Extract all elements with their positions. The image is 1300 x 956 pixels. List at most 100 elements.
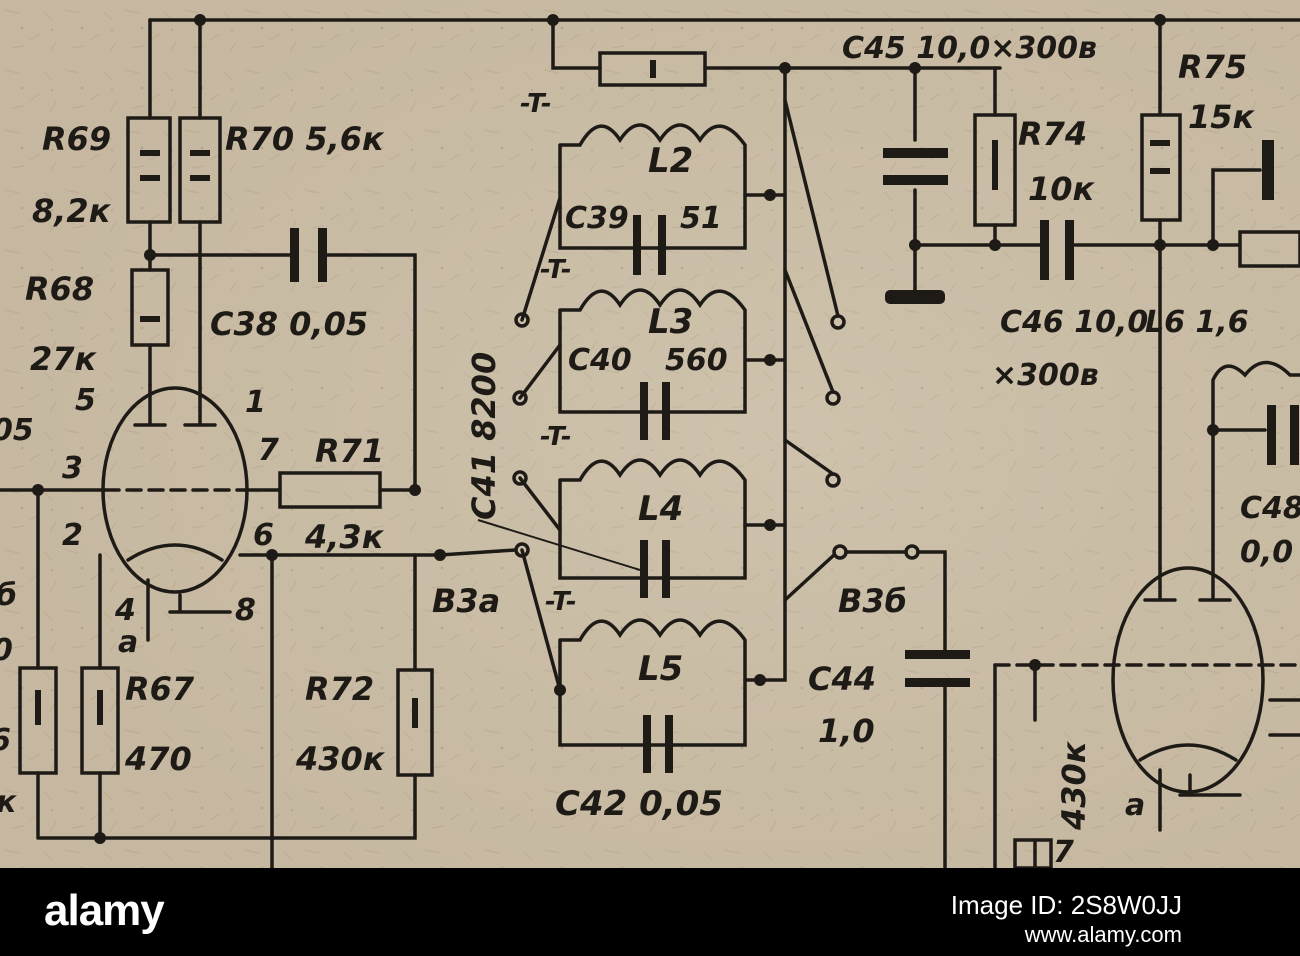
label-c41: C41 8200 bbox=[465, 352, 503, 520]
label-c44-value: 1,0 bbox=[818, 712, 875, 750]
label-c48-value: 0,0 bbox=[1240, 535, 1293, 570]
label-pin5: 5 bbox=[75, 383, 96, 418]
tube-cathode-leg bbox=[146, 578, 232, 642]
label-r68: R68 bbox=[25, 270, 94, 308]
r75-resistor bbox=[1140, 113, 1182, 222]
label-left-b: б bbox=[0, 578, 17, 613]
label-r67-value: 470 bbox=[124, 740, 192, 778]
r67-resistor bbox=[80, 666, 120, 775]
label-r69-value: 8,2к bbox=[32, 192, 112, 230]
label-c46: C46 10,0 bbox=[1000, 305, 1148, 340]
ground-symbol bbox=[885, 290, 945, 304]
label-pin6: 6 bbox=[253, 518, 274, 553]
label-left-6: 6 bbox=[0, 723, 11, 758]
label-c48: C48 bbox=[1240, 491, 1300, 526]
switch-b3a bbox=[438, 196, 562, 692]
label-trim-3: -T- bbox=[540, 422, 572, 452]
label-r68-value: 27к bbox=[30, 340, 98, 378]
l3-coil bbox=[558, 288, 747, 414]
c45-capacitor bbox=[883, 148, 948, 158]
label-left-05: 05 bbox=[0, 413, 34, 448]
right-tube-envelope bbox=[1111, 566, 1265, 794]
left-tube-section bbox=[0, 14, 1300, 868]
c38-wire bbox=[148, 253, 417, 492]
left-bottom-wires bbox=[36, 488, 274, 868]
label-pin8: 8 bbox=[235, 593, 256, 628]
r72-wire bbox=[38, 553, 417, 840]
schematic-diagram: R69 8,2к R70 5,6к R68 27к C38 0,05 5 1 3… bbox=[0, 0, 1300, 868]
c41-capacitor bbox=[640, 540, 648, 598]
r68-resistor bbox=[130, 268, 170, 347]
tube-anodes bbox=[133, 383, 217, 427]
label-left-0: 0 bbox=[0, 633, 13, 668]
label-c44: C44 bbox=[808, 660, 876, 698]
right-bottom-resistor bbox=[1013, 838, 1053, 868]
c44-capacitor bbox=[905, 650, 970, 659]
label-pin7: 7 bbox=[258, 433, 279, 468]
site-url[interactable]: www.alamy.com bbox=[1024, 922, 1182, 947]
label-r67: R67 bbox=[125, 670, 195, 708]
label-c40: C40 bbox=[568, 343, 632, 378]
label-trim-4: -T- bbox=[545, 587, 577, 617]
label-v3a: В3а bbox=[432, 582, 500, 620]
left-resistor bbox=[18, 666, 58, 775]
c46-capacitor bbox=[1040, 220, 1049, 280]
label-pin2: 2 bbox=[62, 518, 83, 553]
c42-capacitor bbox=[643, 715, 651, 773]
label-r74: R74 bbox=[1018, 115, 1087, 153]
label-c39-value: 51 bbox=[680, 201, 722, 236]
label-r75-value: 15к bbox=[1188, 98, 1256, 136]
r69-resistor bbox=[126, 116, 172, 224]
label-r75: R75 bbox=[1178, 48, 1247, 86]
label-c40-value: 560 bbox=[665, 343, 728, 378]
tube-cathode bbox=[126, 543, 224, 562]
label-r71: R71 bbox=[315, 432, 384, 470]
c39-capacitor bbox=[633, 215, 641, 275]
label-r74-value: 10к bbox=[1028, 170, 1096, 208]
r72-resistor bbox=[396, 668, 434, 777]
r70-resistor bbox=[178, 116, 222, 224]
coil-bank-section bbox=[438, 14, 1002, 868]
switch-b3b bbox=[783, 98, 947, 652]
label-pin1: 1 bbox=[245, 385, 266, 420]
label-trim-2: -T- bbox=[540, 255, 572, 285]
label-digit-7: 7 bbox=[1053, 835, 1074, 868]
label-r70: R70 5,6к bbox=[225, 120, 385, 158]
label-v3b: В3б bbox=[838, 582, 907, 620]
l2-coil bbox=[558, 123, 747, 250]
trimmer-resistor bbox=[598, 51, 707, 87]
label-l4: L4 bbox=[638, 489, 683, 529]
label-r72-value: 430к bbox=[295, 740, 386, 778]
label-r71-value: 4,3к bbox=[304, 518, 385, 556]
image-id-text: Image ID: 2S8W0JJ bbox=[950, 890, 1182, 920]
label-pin4: 4 bbox=[114, 593, 136, 628]
label-l2: L2 bbox=[648, 141, 693, 181]
label-c46-value: ×300в bbox=[992, 358, 1099, 393]
right-tube-section bbox=[883, 14, 1300, 868]
l5-coil bbox=[558, 618, 747, 747]
l6-coil bbox=[1211, 360, 1300, 602]
c48-capacitor bbox=[1267, 405, 1276, 465]
label-pin3: 3 bbox=[62, 451, 83, 486]
component-labels: R69 8,2к R70 5,6к R68 27к C38 0,05 5 1 3… bbox=[0, 31, 1300, 868]
label-left-k: к bbox=[0, 785, 17, 820]
label-r69: R69 bbox=[42, 120, 111, 158]
l6-resistor bbox=[1238, 230, 1300, 268]
brand-logo[interactable]: alamy bbox=[44, 886, 165, 935]
label-c39: C39 bbox=[565, 201, 629, 236]
label-l5: L5 bbox=[638, 649, 683, 689]
label-c45: C45 10,0×300в bbox=[842, 31, 1097, 66]
label-r-430k: 430к bbox=[1055, 740, 1093, 831]
label-l3: L3 bbox=[648, 302, 693, 342]
label-l6: L6 1,6 bbox=[1145, 305, 1249, 340]
label-r72: R72 bbox=[305, 670, 374, 708]
stock-footer-bar: alamy Image ID: 2S8W0JJ www.alamy.com bbox=[0, 868, 1300, 956]
label-cathode-a: a bbox=[118, 625, 138, 660]
label-c38: C38 0,05 bbox=[210, 305, 368, 343]
c40-capacitor bbox=[640, 382, 648, 440]
label-cathode-d: a bbox=[1125, 788, 1145, 823]
label-trim-1: -T- bbox=[520, 89, 552, 119]
label-c42: C42 0,05 bbox=[555, 784, 723, 824]
c38-capacitor bbox=[290, 228, 299, 282]
